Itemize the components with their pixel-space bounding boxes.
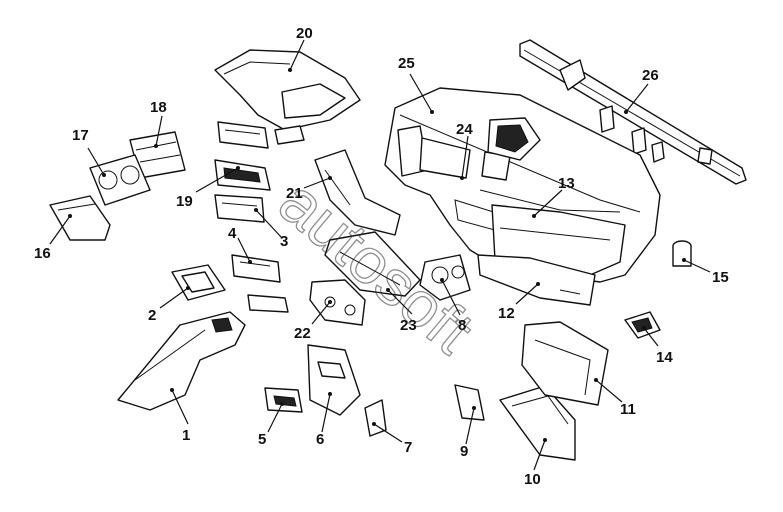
callout-15: 15 — [712, 269, 729, 286]
callout-5: 5 — [258, 431, 266, 448]
callout-1: 1 — [182, 427, 190, 444]
part-ashtray-insert — [247, 294, 289, 313]
callout-21: 21 — [286, 185, 303, 202]
callout-labels: 1 2 3 4 5 6 7 8 9 10 11 12 13 14 15 16 1… — [34, 25, 729, 488]
callout-6: 6 — [316, 431, 324, 448]
part-8-heater-control — [419, 254, 471, 301]
part-1-center-console — [117, 311, 246, 411]
callout-23: 23 — [400, 317, 417, 334]
part-23-lower-cover — [324, 231, 421, 297]
part-11-glove-box-housing — [521, 321, 609, 406]
part-5-pocket — [264, 387, 303, 413]
part-19-switch-panel — [214, 121, 271, 191]
leader-lines — [49, 39, 711, 471]
callout-16: 16 — [34, 245, 51, 262]
callout-4: 4 — [228, 225, 237, 242]
part-2-trim-bezel — [171, 264, 226, 301]
callout-22: 22 — [294, 325, 311, 342]
part-26-dash-reinforcement-beam — [519, 39, 747, 185]
part-3-lower-bezel — [214, 194, 265, 223]
part-20-meter-visor — [214, 49, 361, 145]
part-6-console-panel — [307, 344, 361, 416]
part-9-clip — [454, 384, 485, 421]
part-22-center-bezel — [309, 279, 366, 326]
callout-25: 25 — [398, 55, 415, 72]
callout-2: 2 — [148, 307, 156, 324]
callout-10: 10 — [524, 471, 541, 488]
callout-9: 9 — [460, 443, 468, 460]
callout-13: 13 — [558, 175, 575, 192]
callout-11: 11 — [620, 401, 636, 418]
part-24-center-vent — [487, 117, 541, 161]
part-4-switch-module — [231, 254, 281, 283]
callout-20: 20 — [296, 25, 313, 42]
callout-18: 18 — [150, 99, 167, 116]
callout-12: 12 — [498, 305, 515, 322]
part-14-vent-fitting — [624, 311, 661, 339]
callout-17: 17 — [72, 127, 89, 144]
callout-14: 14 — [656, 349, 673, 366]
callout-7: 7 — [404, 439, 412, 456]
part-16-meter-circuit-board — [49, 195, 111, 241]
callout-24: 24 — [456, 121, 473, 138]
callout-8: 8 — [458, 317, 466, 334]
callout-3: 3 — [280, 233, 288, 250]
callout-19: 19 — [176, 193, 193, 210]
part-7-bracket — [364, 399, 387, 437]
callout-26: 26 — [642, 67, 659, 84]
part-21-column-bracket — [314, 149, 401, 236]
part-12-passenger-lower-panel — [477, 254, 596, 306]
part-17-meter-cluster — [89, 154, 151, 206]
